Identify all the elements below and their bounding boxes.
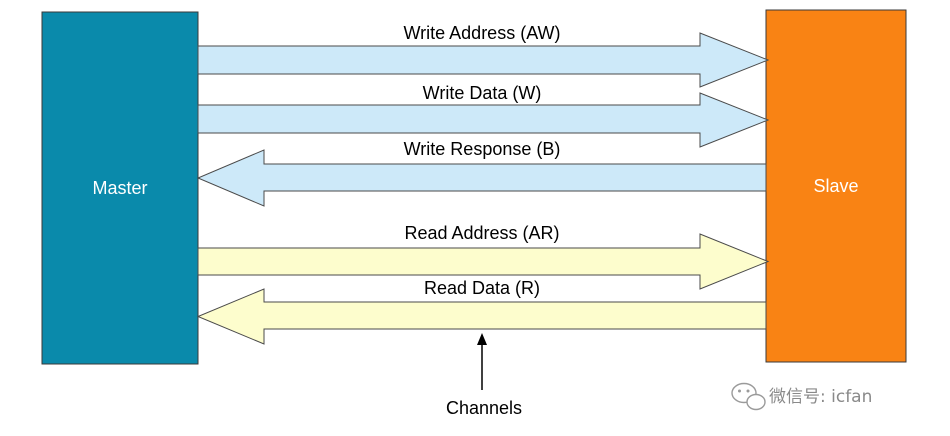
master-label: Master (92, 178, 147, 198)
channel-arrow-w (197, 92, 770, 148)
channel-arrows (196, 32, 770, 345)
channel-arrow-b (196, 149, 767, 207)
callout-arrow (477, 333, 487, 390)
channel-label-ar: Read Address (AR) (404, 223, 559, 243)
channel-label-b: Write Response (B) (404, 139, 561, 159)
channel-arrow-ar (197, 233, 770, 290)
channel-arrow-aw (197, 32, 770, 88)
channels-callout-label: Channels (446, 398, 522, 418)
wechat-icon (731, 382, 766, 411)
channel-label-w: Write Data (W) (423, 83, 542, 103)
slave-block (765, 9, 907, 363)
channel-arrow-r (196, 288, 767, 345)
channel-label-aw: Write Address (AW) (403, 23, 560, 43)
master-block (41, 11, 199, 365)
slave-label: Slave (813, 176, 858, 196)
watermark-text: 微信号: icfan (769, 387, 872, 407)
channel-label-r: Read Data (R) (424, 278, 540, 298)
